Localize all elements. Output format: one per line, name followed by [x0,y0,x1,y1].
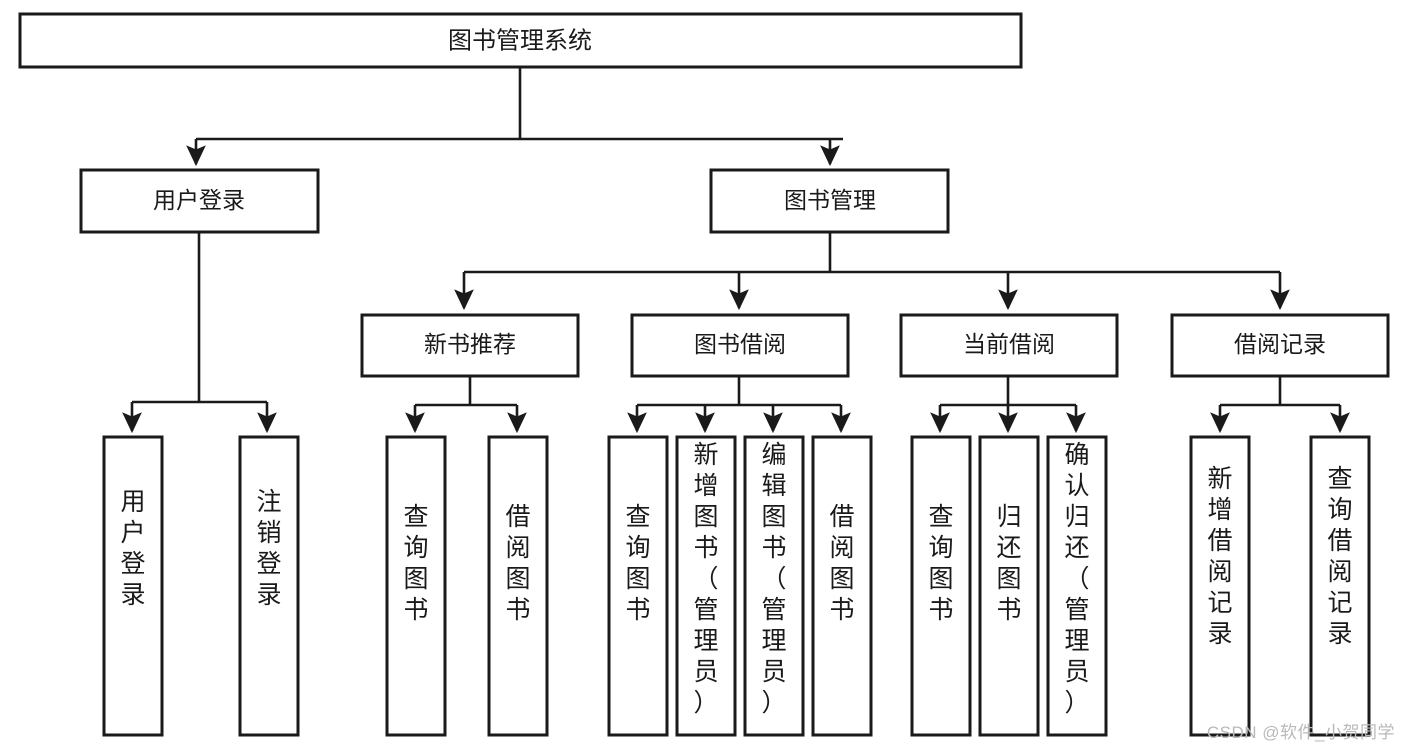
leaf-borrow-record-0[interactable]: 新增借阅记录 [1189,435,1251,737]
leaf-borrow-record-0-label: 新增借阅记录 [1207,465,1232,648]
leaf-current-borrow-0-box[interactable] [910,435,972,737]
leaf-new-book-0-label: 查询图书 [403,503,428,624]
leaf-user-login-1[interactable]: 注销登录 [238,435,300,737]
leaf-borrow-record-1[interactable]: 查询借阅记录 [1309,435,1371,737]
leaf-borrow-record-1-box[interactable] [1309,435,1371,737]
node-new-book-recommend-label: 新书推荐 [424,331,516,357]
leaf-borrow-book-2-label: 编辑图书（管理员） [761,441,786,717]
leaf-current-borrow-1[interactable]: 归还图书 [978,435,1040,737]
leaf-borrow-book-1[interactable]: 新增图书（管理员） [675,435,737,737]
node-current-borrow[interactable]: 当前借阅 [899,313,1119,378]
edges-borrowrecord-to-leaves [1210,376,1350,434]
leaf-user-login-0-label: 用户登录 [120,488,145,609]
node-user-login[interactable]: 用户登录 [79,168,320,234]
leaf-borrow-book-0-label: 查询图书 [625,503,650,624]
leaf-borrow-book-3-box[interactable] [811,435,873,737]
node-root-box[interactable] [18,12,1023,69]
leaf-borrow-record-1-label: 查询借阅记录 [1327,465,1352,648]
leaf-current-borrow-0-label: 查询图书 [928,503,953,624]
node-user-login-label: 用户登录 [153,187,245,213]
edges-newbook-to-leaves [405,376,527,434]
node-book-management-box[interactable] [709,168,950,234]
node-root[interactable]: 图书管理系统 [18,12,1023,69]
leaf-current-borrow-2-label: 确认归还（管理员） [1064,441,1089,717]
edges-root-to-level2 [186,67,843,167]
leaf-current-borrow-2[interactable]: 确认归还（管理员） [1046,435,1108,737]
leaf-new-book-1[interactable]: 借阅图书 [487,435,549,737]
leaf-new-book-1-box[interactable] [487,435,549,737]
node-borrow-record[interactable]: 借阅记录 [1170,313,1390,378]
edges-currentborrow-to-leaves [930,376,1086,434]
leaf-user-login-0[interactable]: 用户登录 [102,435,164,737]
leaf-borrow-book-3[interactable]: 借阅图书 [811,435,873,737]
edges-userlogin-to-leaves [122,233,277,434]
node-root-label: 图书管理系统 [448,27,592,54]
leaf-current-borrow-0[interactable]: 查询图书 [910,435,972,737]
leaf-borrow-book-2[interactable]: 编辑图书（管理员） [743,435,805,737]
leaf-new-book-0-box[interactable] [385,435,447,737]
node-book-management[interactable]: 图书管理 [709,168,950,234]
leaf-borrow-book-3-label: 借阅图书 [829,503,854,624]
leaf-borrow-book-2-box[interactable] [743,435,805,737]
leaf-user-login-1-label: 注销登录 [256,488,281,609]
node-new-book-recommend-box[interactable] [360,313,580,378]
leaf-borrow-book-0-box[interactable] [607,435,669,737]
node-book-borrow-box[interactable] [630,313,850,378]
leaf-current-borrow-1-box[interactable] [978,435,1040,737]
leaf-new-book-0[interactable]: 查询图书 [385,435,447,737]
node-current-borrow-label: 当前借阅 [963,331,1055,357]
leaf-borrow-book-0[interactable]: 查询图书 [607,435,669,737]
leaf-new-book-1-label: 借阅图书 [505,503,530,624]
node-user-login-box[interactable] [79,168,320,234]
edges-booklmgmt-to-level3 [454,233,1290,311]
node-book-borrow-label: 图书借阅 [694,331,786,357]
leaf-current-borrow-2-box[interactable] [1046,435,1108,737]
node-current-borrow-box[interactable] [899,313,1119,378]
leaf-borrow-book-1-label: 新增图书（管理员） [693,441,718,717]
node-borrow-record-label: 借阅记录 [1234,331,1326,357]
leaf-user-login-0-box[interactable] [102,435,164,737]
node-borrow-record-box[interactable] [1170,313,1390,378]
leaf-borrow-record-0-box[interactable] [1189,435,1251,737]
leaf-borrow-book-1-box[interactable] [675,435,737,737]
leaf-current-borrow-1-label: 归还图书 [996,503,1021,624]
node-book-management-label: 图书管理 [784,187,876,213]
leaf-user-login-1-box[interactable] [238,435,300,737]
node-new-book-recommend[interactable]: 新书推荐 [360,313,580,378]
edges-borrowbook-to-leaves [627,376,851,434]
node-book-borrow[interactable]: 图书借阅 [630,313,850,378]
